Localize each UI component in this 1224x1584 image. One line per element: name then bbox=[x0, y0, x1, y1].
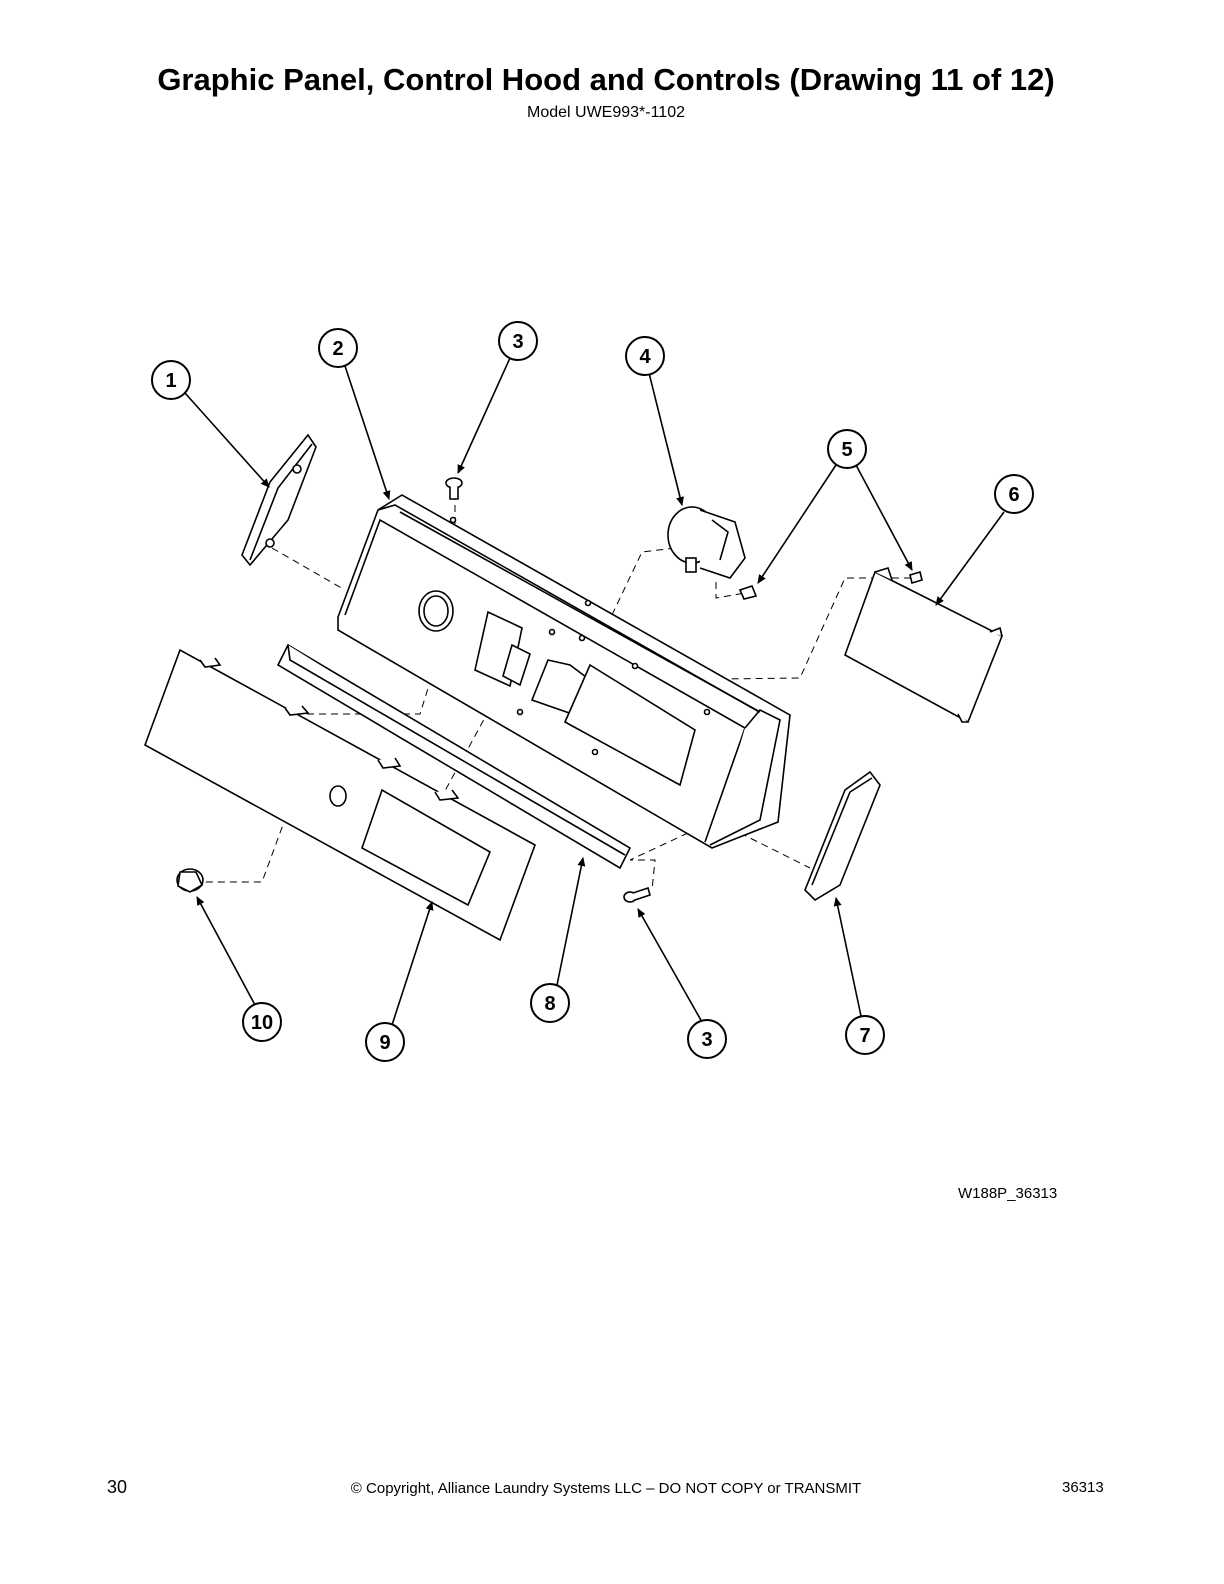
copyright-notice: © Copyright, Alliance Laundry Systems LL… bbox=[350, 1480, 862, 1497]
callout-8: 8 bbox=[544, 993, 555, 1015]
part-electronic-board bbox=[844, 567, 1004, 724]
part-left-end-cap bbox=[241, 433, 317, 567]
part-screw-top bbox=[445, 477, 463, 500]
callout-circle-1 bbox=[151, 360, 191, 400]
callout-2: 2 bbox=[332, 338, 343, 360]
callout-circle-6 bbox=[994, 474, 1034, 514]
callout-6: 6 bbox=[1008, 484, 1019, 506]
callout-circle-5 bbox=[827, 429, 867, 469]
callout-4: 4 bbox=[639, 346, 651, 368]
callout-circle-3-bottom bbox=[687, 1019, 727, 1059]
leader-arrows bbox=[184, 357, 1005, 1026]
callout-circle-8 bbox=[530, 983, 570, 1023]
model-subtitle: Model UWE993*-1102 bbox=[526, 104, 685, 121]
callout-circle-2 bbox=[318, 328, 358, 368]
document-number: 36313 bbox=[1062, 1479, 1104, 1496]
callout-circle-4 bbox=[625, 336, 665, 376]
callout-circle-9 bbox=[365, 1022, 405, 1062]
callout-3-bottom: 3 bbox=[701, 1029, 712, 1051]
part-trim-strip bbox=[276, 643, 632, 870]
part-rotary-switch bbox=[667, 506, 746, 579]
callout-5: 5 bbox=[841, 439, 852, 461]
callout-10: 10 bbox=[251, 1012, 273, 1034]
callout-7: 7 bbox=[859, 1025, 870, 1047]
page-number: 30 bbox=[107, 1477, 128, 1497]
part-right-end-cap bbox=[804, 770, 881, 902]
callout-circles bbox=[151, 321, 1034, 1062]
drawing-id: W188P_36313 bbox=[958, 1185, 1058, 1202]
callout-9: 9 bbox=[379, 1032, 390, 1054]
callout-circle-3-top bbox=[498, 321, 538, 361]
callout-circle-10 bbox=[242, 1002, 282, 1042]
part-control-hood bbox=[337, 494, 791, 849]
callout-3-top: 3 bbox=[512, 331, 523, 353]
page-title: Graphic Panel, Control Hood and Controls… bbox=[157, 62, 1055, 97]
callout-1: 1 bbox=[165, 370, 176, 392]
part-screw-bottom bbox=[623, 886, 651, 903]
part-fasteners bbox=[738, 570, 923, 600]
part-knob bbox=[176, 868, 204, 893]
part-graphic-panel bbox=[144, 648, 536, 942]
callout-circle-7 bbox=[845, 1015, 885, 1055]
